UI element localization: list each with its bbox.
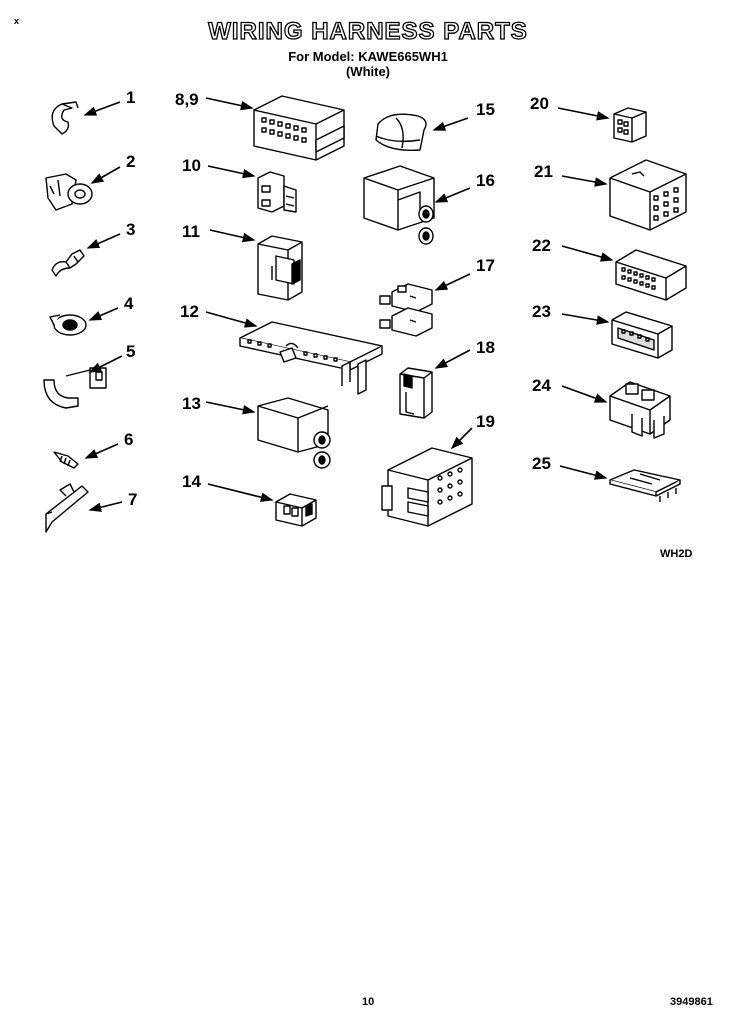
arrow-1	[83, 101, 121, 116]
part-label-3: 3	[126, 220, 136, 239]
arrow-13	[205, 401, 256, 415]
part-label-21: 21	[534, 162, 553, 181]
part-label-13: 13	[182, 394, 201, 413]
arrow-16	[434, 187, 471, 203]
part-4-wire-tie-ring-icon	[49, 314, 87, 336]
part-label-15: 15	[476, 100, 495, 119]
doc-number: 3949861	[670, 996, 713, 1008]
arrow-4	[88, 307, 119, 321]
part-3-clip-icon	[51, 249, 85, 277]
part-label-10: 10	[182, 156, 201, 175]
arrow-23	[561, 313, 610, 325]
part-18-clip-icon	[399, 367, 433, 419]
part-11-connector-icon	[257, 235, 303, 301]
part-6-screw-icon	[53, 451, 79, 469]
arrow-14	[207, 483, 274, 502]
part-13-connector-icon	[257, 397, 331, 469]
part-15-sleeve-icon	[375, 113, 427, 151]
arrow-10	[207, 165, 256, 179]
part-label-19: 19	[476, 412, 495, 431]
arrow-12	[205, 311, 258, 328]
part-label-2: 2	[126, 152, 136, 171]
arrow-17	[434, 273, 471, 291]
arrow-22	[561, 245, 614, 262]
corner-mark: x	[14, 16, 20, 26]
section-code: WH2D	[660, 548, 693, 560]
arrow-8-9	[205, 97, 254, 111]
part-label-14: 14	[182, 472, 201, 491]
page-number: 10	[362, 996, 375, 1008]
part-14-connector-icon	[275, 493, 317, 527]
arrow-7	[88, 501, 123, 512]
arrow-21	[561, 175, 608, 187]
part-label-7: 7	[128, 490, 138, 509]
part-17-connector-icon	[379, 283, 433, 337]
arrow-2	[90, 166, 121, 184]
part-1-clip-icon	[51, 101, 79, 135]
part-label-18: 18	[476, 338, 495, 357]
part-label-25: 25	[532, 454, 551, 473]
part-label-1: 1	[126, 88, 136, 107]
arrow-24	[561, 385, 608, 403]
color-line: (White)	[345, 64, 391, 79]
part-21-connector-housing-icon	[609, 159, 687, 231]
part-19-connector-housing-icon	[381, 447, 473, 527]
part-23-connector-housing-icon	[611, 311, 673, 359]
part-label-17: 17	[476, 256, 495, 275]
part-5-bracket-clip-icon	[43, 367, 107, 409]
part-label-24: 24	[532, 376, 551, 395]
part-24-connector-housing-icon	[609, 381, 671, 439]
part-22-connector-housing-icon	[615, 249, 687, 301]
arrow-25	[559, 465, 608, 480]
part-label-23: 23	[532, 302, 551, 321]
part-label-20: 20	[530, 94, 549, 113]
part-label-16: 16	[476, 171, 495, 190]
part-25-terminal-board-icon	[609, 469, 681, 502]
part-label-8-9: 8,9	[175, 90, 199, 109]
part-label-4: 4	[124, 294, 134, 313]
part-7-strain-relief-icon	[45, 483, 89, 533]
arrow-19	[450, 427, 473, 450]
part-12-terminal-block-icon	[239, 321, 383, 395]
arrow-15	[432, 117, 469, 131]
part-2-clamp-icon	[45, 173, 93, 211]
arrow-5	[88, 355, 123, 373]
part-16-connector-icon	[363, 165, 435, 245]
arrow-11	[209, 229, 256, 243]
arrow-3	[86, 233, 121, 249]
part-label-5: 5	[126, 342, 136, 361]
part-label-12: 12	[180, 302, 199, 321]
arrow-6	[84, 443, 119, 459]
arrow-18	[434, 349, 471, 369]
model-line: For Model: KAWE665WH1	[288, 49, 448, 64]
part-label-11: 11	[182, 222, 200, 241]
part-label-6: 6	[124, 430, 134, 449]
page-title: WIRING HARNESS PARTS	[208, 17, 528, 45]
part-8-9-connector-housing-icon	[253, 95, 345, 161]
part-20-connector-icon	[613, 107, 647, 143]
arrow-20	[557, 107, 610, 121]
part-label-22: 22	[532, 236, 551, 255]
part-10-connector-icon	[257, 171, 297, 213]
